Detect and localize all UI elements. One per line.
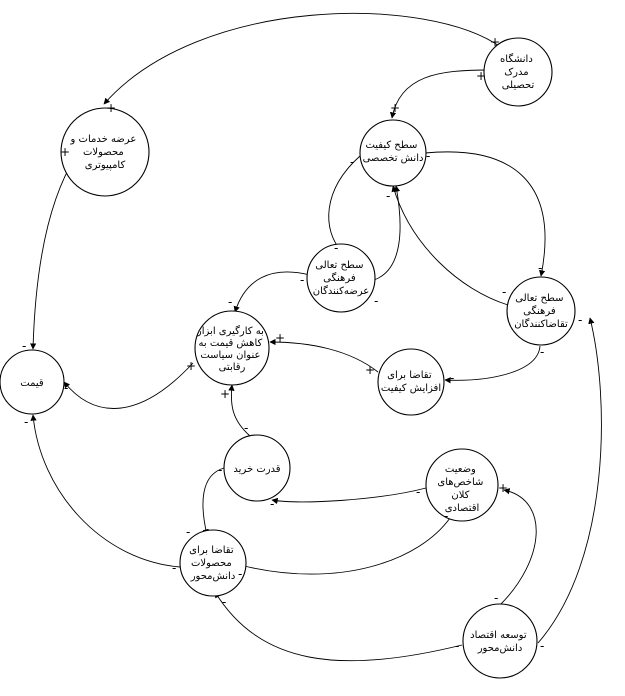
sign: -: [444, 509, 448, 523]
edge-tools-to-price: [63, 362, 194, 409]
edge-macro-to-knowledge-demand: [239, 517, 451, 575]
node-purchase-power: قدرت خرید: [223, 434, 291, 502]
sign: -: [244, 421, 248, 435]
sign: -: [426, 149, 430, 163]
sign: +: [476, 69, 486, 83]
svg-text:دانشگاه مدرک ت: دانشگاه مدرک تحصیلی: [500, 53, 536, 91]
edge-knowledge-economy-to-applicant: [537, 317, 602, 644]
sign: -: [374, 294, 378, 308]
edge-supply-to-price: [30, 155, 77, 350]
edge-applicant-to-expert-quality: [391, 185, 509, 306]
node-supplier-culture: سطح تعالی فرهنگی عرضه‌کنندگان: [306, 243, 376, 313]
sign: -: [578, 313, 582, 327]
node-price: قیمت: [0, 349, 65, 415]
sign: +: [220, 387, 230, 401]
edge-quality-demand-to-tools: [269, 338, 379, 373]
edge-supplier-to-tools: [233, 271, 311, 313]
svg-text:سطح تعالی فرهنگی: سطح تعالی فرهنگی تقاضاکنندگان: [514, 293, 568, 330]
sign: -: [450, 371, 454, 385]
svg-text:قدرت خرید: قدرت خرید: [233, 464, 280, 475]
sign: +: [365, 363, 375, 377]
svg-text:سطح کیفیت دانش تخصصی: سطح کیفیت دانش تخصصی: [363, 140, 424, 164]
sign: -: [218, 463, 222, 477]
node-university: دانشگاه مدرک تحصیلی: [483, 37, 553, 107]
sign: +: [275, 331, 285, 345]
sign: -: [502, 285, 506, 299]
svg-text:قیمت: قیمت: [20, 378, 44, 389]
edge-purchase-power-to-tools: [228, 384, 251, 437]
sign: -: [540, 345, 544, 359]
svg-text:عرضه خدمات و محصولات: عرضه خدمات و محصولات کامپیوتری: [70, 134, 140, 171]
sign: -: [22, 339, 26, 353]
svg-text:سطح تعالی فرهنگی: سطح تعالی فرهنگی عرضه‌کنندگان: [313, 260, 370, 297]
sign: -: [270, 497, 274, 511]
node-knowledge-demand: تقاضا برای محصولات دانش‌محور: [179, 529, 247, 597]
sign: -: [494, 591, 498, 605]
node-expert-quality: سطح کیفیت دانش تخصصی: [359, 119, 427, 187]
sign: +: [390, 101, 400, 115]
edge-university-to-expert-quality: [389, 69, 489, 119]
svg-text:تقاضا برای افزایش کیفی: تقاضا برای افزایش کیفیت: [381, 370, 441, 394]
sign: -: [350, 155, 354, 169]
svg-text:توسعه اقتصاد دانش‌محور: توسعه اقتصاد دانش‌محور: [470, 630, 530, 654]
sign: -: [540, 639, 544, 653]
svg-text:به کارگیری ابزار کاهش: به کارگیری ابزار کاهش قیمت به عنوان سیاس…: [196, 325, 267, 373]
edge-university-to-supply: [103, 12, 503, 105]
sign: -: [238, 567, 242, 581]
sign: +: [60, 145, 70, 159]
edge-knowledge-economy-to-knowledge-demand: [214, 591, 463, 662]
edge-applicant-to-quality-demand: [444, 345, 541, 384]
sign: +: [186, 359, 196, 373]
sign: -: [228, 295, 232, 309]
sign: -: [538, 261, 542, 275]
sign: -: [386, 189, 390, 203]
sign: -: [24, 415, 28, 429]
node-quality-demand: تقاضا برای افزایش کیفیت: [377, 348, 445, 416]
sign: -: [64, 381, 68, 395]
nodes: دانشگاه مدرک تحصیلی سطح کیفیت دانش تخصصی…: [0, 37, 576, 679]
node-macro: وضعیت شاخص‌های کلان اقتصادی: [425, 448, 499, 522]
node-supply-it: عرضه خدمات و محصولات کامپیوتری: [60, 107, 150, 197]
sign: -: [300, 273, 304, 287]
sign: -: [186, 525, 190, 539]
sign: -: [222, 595, 226, 609]
edge-knowledge-demand-to-price: [30, 414, 181, 568]
sign: -: [455, 639, 459, 653]
edge-supplier-to-expert-quality: [373, 185, 401, 281]
sign: -: [416, 485, 420, 499]
sign: -: [172, 561, 176, 575]
edges: [30, 12, 602, 662]
edge-knowledge-economy-to-macro: [499, 488, 537, 606]
node-knowledge-economy: توسعه اقتصاد دانش‌محور: [462, 603, 538, 679]
sign: +: [106, 101, 116, 115]
edge-expert-quality-to-supplier: [328, 155, 361, 253]
polarity-signs: + + + + + - - - - - - - - - - - - + + + …: [22, 35, 582, 653]
svg-text:تقاضا برای محصولات: تقاضا برای محصولات دانش‌محور: [189, 545, 237, 582]
edge-purchase-power-to-knowledge-demand: [202, 467, 225, 536]
sign: +: [498, 481, 508, 495]
node-applicant-culture: سطح تعالی فرهنگی تقاضاکنندگان: [506, 276, 576, 346]
node-tools: به کارگیری ابزار کاهش قیمت به عنوان سیاس…: [194, 310, 270, 386]
edge-expert-quality-to-applicant: [424, 151, 546, 277]
sign: -: [334, 241, 338, 255]
svg-text:وضعیت شاخص‌های: وضعیت شاخص‌های کلان اقتصادی: [437, 464, 486, 514]
edge-macro-to-purchase-power: [271, 487, 427, 505]
sign: +: [490, 35, 500, 49]
